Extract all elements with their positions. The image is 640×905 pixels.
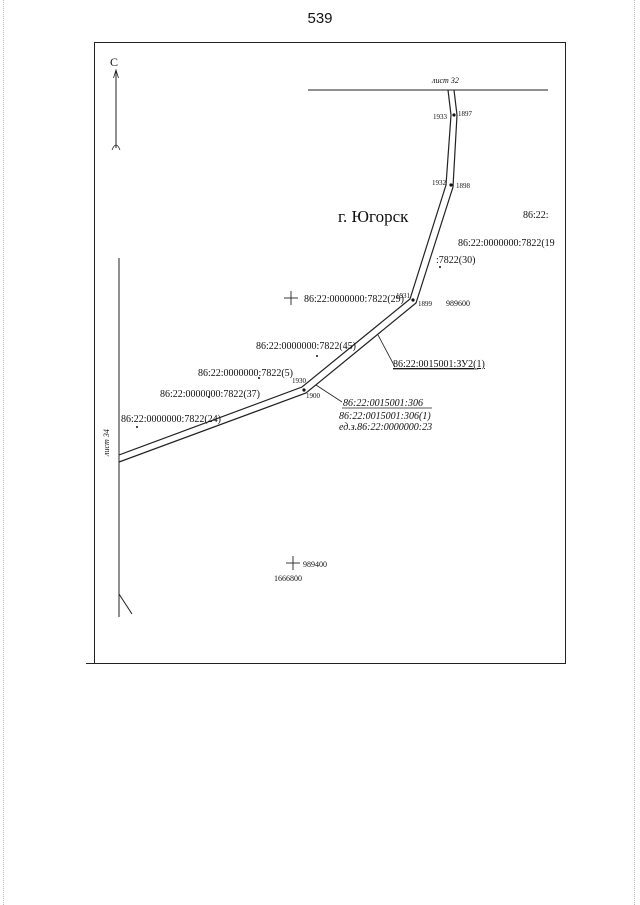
point-1897 [452,113,456,117]
point-label-1897: 1897 [458,110,473,118]
page-number: 539 [307,10,333,27]
grid-cross-lower [286,556,300,570]
point-label-1899: 1899 [418,300,433,308]
parcel-label-5: 86:22:0000000:7822(5) [198,368,293,379]
point-label-1932: 1932 [432,179,447,187]
parcel-label-24: 86:22:0000000:7822(24) [121,414,221,425]
corridor-line-east [118,89,458,463]
parcel-label-zu2: 86:22:0015001:ЗУ2(1) [393,359,485,370]
grid-cross-upper [284,291,298,305]
point-1898 [449,183,453,187]
parcel-label-37: 86:22:0000000:7822(37) [160,389,260,400]
point-label-1900: 1900 [306,392,321,400]
parcel-label-30: :7822(30) [436,255,475,266]
leader-zu2 [377,334,396,368]
north-arrow: С [110,55,121,151]
point-label-1931: 1931 [396,292,411,300]
point-label-1930: 1930 [292,377,307,385]
parcel-label-edge: 86:22: [523,210,549,221]
sheet-32-label: лист 32 [431,76,459,85]
sheet-34-label: лист 34 [102,429,111,457]
north-label: С [110,55,118,69]
parcel-label-19: 86:22:0000000:7822(19 [458,238,555,249]
page-edge-left [3,0,4,905]
parcel-label-ez: ед.з.86:22:0000000:23 [339,422,432,433]
coord-label-989600: 989600 [446,299,470,308]
coord-label-989400: 989400 [303,560,327,569]
page-edge-right [634,0,635,905]
parcel-label-45: 86:22:0000000:7822(45) [256,341,356,352]
point-1899 [411,298,415,302]
coord-label-1666800: 1666800 [274,574,302,583]
leader-306 [315,384,343,403]
turning-points [302,113,456,392]
parcel-label-29: 86:22:0000000:7822(29) [304,294,404,305]
city-label: г. Югорск [338,207,409,226]
parcel-label-306: 86:22:0015001:306 [343,398,423,409]
parcel-dots [136,266,441,428]
frame-bottom-line [86,663,566,664]
corridor-line-west [118,89,452,456]
point-1900 [302,388,306,392]
point-label-1898: 1898 [456,182,471,190]
sheet-34-tick [118,593,133,615]
parcel-label-306-1: 86:22:0015001:306(1) [339,411,431,422]
point-label-1933: 1933 [433,113,448,121]
